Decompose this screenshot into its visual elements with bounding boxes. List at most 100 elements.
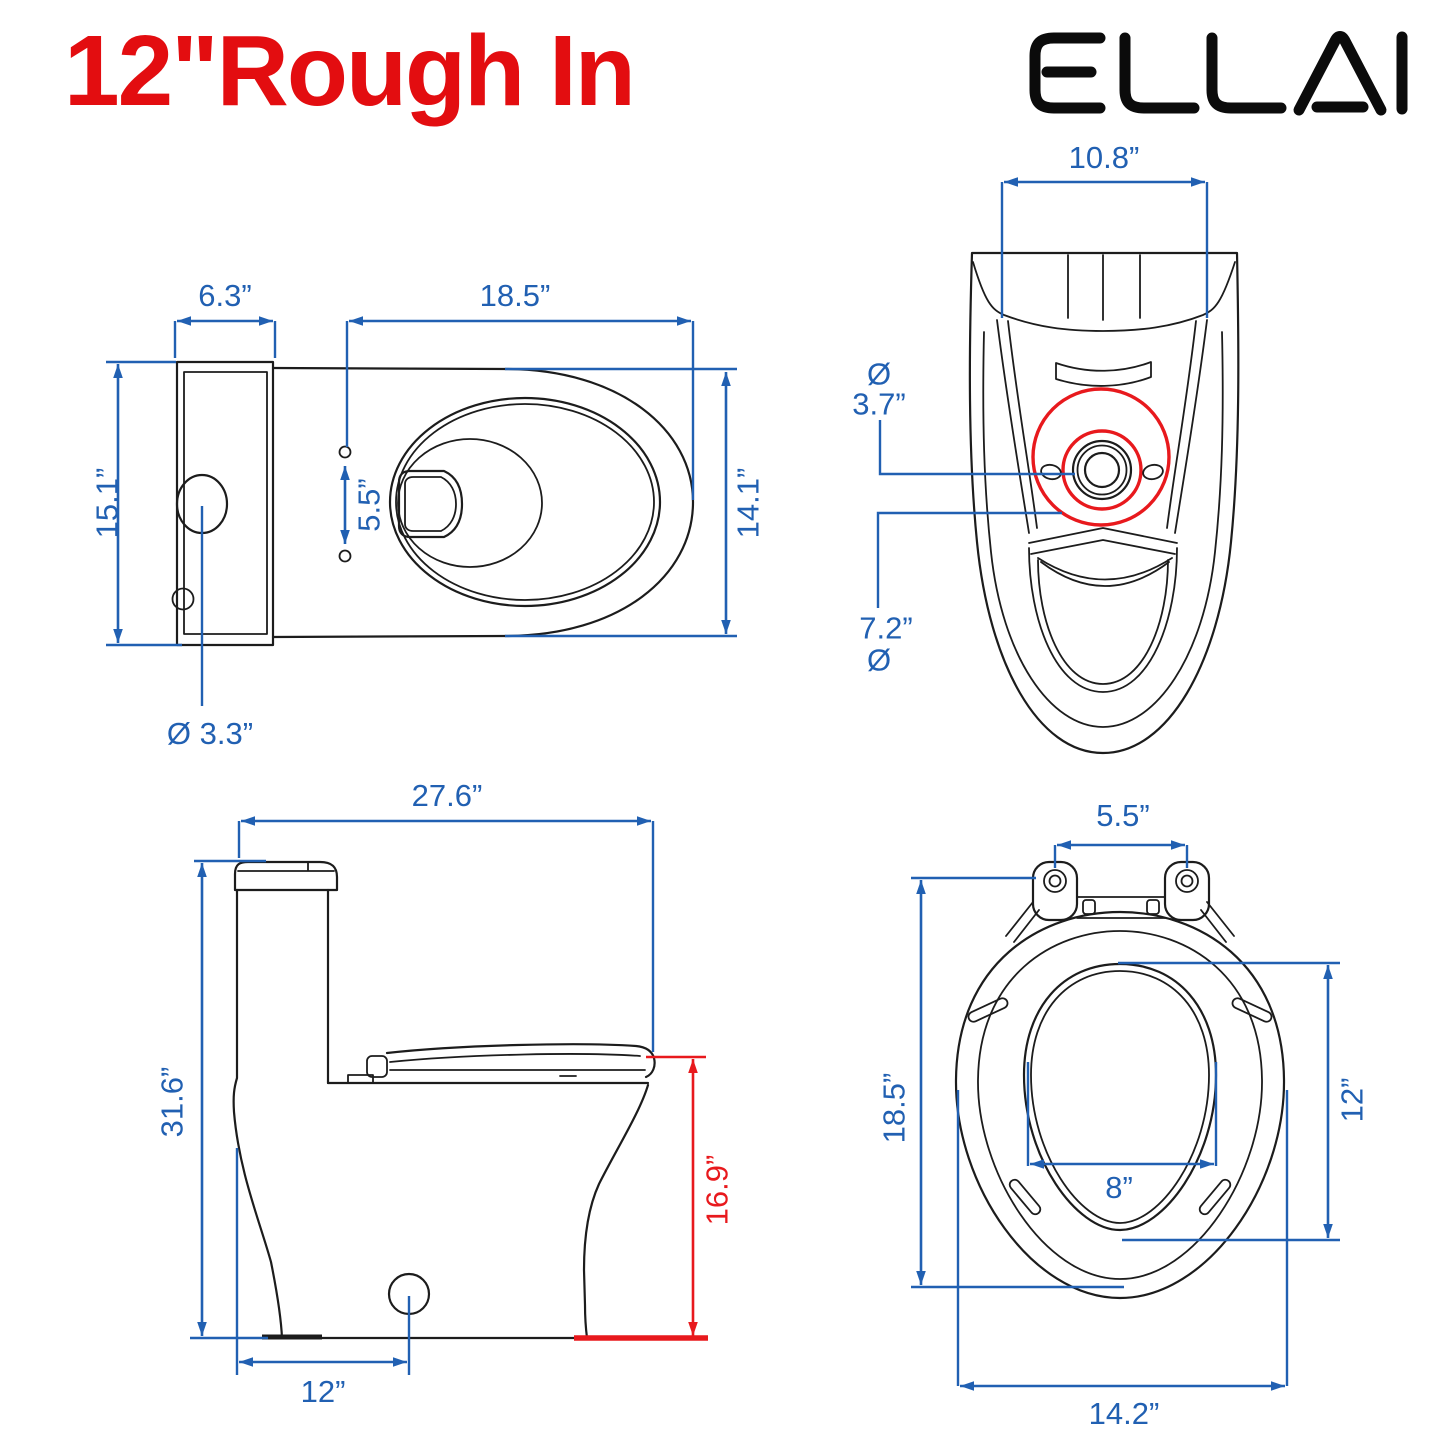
drain-ring-inner <box>1076 444 1128 496</box>
outlet-arc <box>1037 557 1173 587</box>
logo-letter-l1 <box>1119 32 1200 114</box>
seat-view-drawing: 5.5” 18.5” 12” 8” <box>877 798 1370 1431</box>
seat-ring-outer <box>388 396 662 608</box>
seat-hinge-base <box>347 1074 374 1084</box>
seat-hinge <box>366 1055 388 1078</box>
seat-ring-inner <box>395 403 655 601</box>
dim-seat-length-label: 18.5” <box>877 1073 912 1144</box>
tank-lid-seam <box>237 861 335 872</box>
dim-rough-in-label: 12” <box>301 1374 346 1409</box>
seat-opening-outer <box>1022 962 1218 1232</box>
tank-lid <box>233 860 339 892</box>
pedestal-left-edge <box>996 319 1038 534</box>
flush-valve-outer <box>397 469 464 539</box>
seat-lid-top <box>385 1043 656 1079</box>
dim-seat-height-label: 16.9” <box>700 1155 735 1226</box>
dim-seat-height: 16.9” <box>574 1055 735 1341</box>
dim-total-width-label: 15.1” <box>90 468 125 539</box>
dim-seat-width-label: 14.2” <box>1089 1396 1160 1431</box>
flush-valve-inner <box>404 476 457 532</box>
dim-trap-diameter-symbol: Ø <box>867 357 891 392</box>
pedestal-bottom-outer <box>1028 547 1178 693</box>
bottom-view-drawing: 10.8” Ø 3.7” 7.2” Ø <box>852 140 1240 755</box>
dim-total-width: 15.1” <box>90 360 182 647</box>
dim-bolt-spacing-label: 5.5” <box>352 478 387 531</box>
lid-corner-tabs <box>1005 901 1235 943</box>
dim-outlet-diameter: 7.2” Ø <box>859 511 1062 678</box>
pedestal-bottom-inner <box>1037 559 1169 685</box>
hinge-hole-left <box>1043 869 1067 893</box>
hinge-bar-notch-right <box>1146 899 1160 915</box>
bumper-lower-right <box>1198 1178 1232 1216</box>
drain-hole <box>1083 451 1121 489</box>
hinge-hole-right <box>1175 869 1199 893</box>
logo-letter-l2 <box>1206 32 1287 114</box>
seat-mid-contour <box>977 930 1263 1280</box>
brand-logo-letters <box>1029 31 1408 116</box>
drain-ring-outer <box>1071 439 1133 501</box>
top-view-drawing: 6.3” 18.5” 15.1” 5.5” <box>90 278 766 751</box>
page-title: 12"Rough In <box>64 15 636 127</box>
dim-opening-width: 8” <box>1026 1062 1218 1205</box>
dim-bowl-length: 18.5” <box>345 278 695 500</box>
dim-outlet-diameter-symbol: Ø <box>867 643 891 678</box>
seat-opening-inner <box>1030 970 1210 1224</box>
bolt-hole-bottom <box>338 549 352 563</box>
dim-total-height: 31.6” <box>155 859 268 1340</box>
bowl-outline <box>503 367 695 638</box>
hinge-pin-right <box>1180 874 1194 888</box>
seat-outer-outline <box>954 910 1286 1300</box>
dim-trap-diameter: Ø 3.7” <box>852 357 1075 476</box>
dim-opening-length: 12” <box>1118 961 1370 1242</box>
dim-seat-length: 18.5” <box>877 876 1124 1289</box>
brand-logo <box>1029 31 1408 116</box>
dim-outlet-diameter-label: 7.2” <box>859 611 912 646</box>
outlet-chevron <box>1028 527 1178 555</box>
hinge-bar-notch-left <box>1082 899 1096 915</box>
base-inner-contour <box>982 331 1224 728</box>
hinge-pin-left <box>1048 874 1062 888</box>
bolt-slot-left <box>1040 463 1062 481</box>
bolt-slot-right <box>1142 463 1164 481</box>
dim-trap-diameter-label: 3.7” <box>852 387 905 422</box>
trap-circle-red <box>1061 429 1143 511</box>
dim-flush-button: Ø 3.3” <box>167 506 253 751</box>
bumper-upper-left <box>967 997 1009 1023</box>
dim-tank-width-label: 6.3” <box>198 278 251 313</box>
outlet-circle-red <box>1031 387 1171 527</box>
bumper-lower-left <box>1008 1178 1042 1216</box>
base-outline <box>968 251 1240 755</box>
tank-inner-outline <box>183 371 268 635</box>
bowl-bottom-edge <box>271 634 507 639</box>
seat-lid-edge <box>389 1053 641 1063</box>
bowl-top-edge <box>271 366 507 371</box>
bumper-upper-right <box>1231 997 1273 1023</box>
dim-rough-in: 12” <box>235 1148 411 1409</box>
tank-back-contour <box>972 261 1236 332</box>
dim-base-width-label: 10.8” <box>1069 140 1140 175</box>
side-view-drawing: 27.6” 31.6” 16.9” 12” <box>155 778 735 1409</box>
dim-bolt-spacing: 5.5” <box>340 466 387 544</box>
dim-seat-width: 14.2” <box>956 1090 1289 1431</box>
tank-small-hole <box>171 587 195 611</box>
dim-bowl-width: 14.1” <box>505 367 766 638</box>
bolt-hole-top <box>338 445 352 459</box>
dim-bowl-width-label: 14.1” <box>731 468 766 539</box>
seat-edge <box>389 1069 646 1077</box>
tank-outline <box>175 360 275 647</box>
dim-opening-length-label: 12” <box>1335 1078 1370 1123</box>
dim-total-height-label: 31.6” <box>155 1067 190 1138</box>
hinge-bar <box>1076 896 1166 919</box>
pedestal-right-edge <box>1166 319 1208 534</box>
dim-hinge-spacing-label: 5.5” <box>1096 798 1149 833</box>
dim-tank-width: 6.3” <box>173 278 277 358</box>
dim-base-width: 10.8” <box>1000 140 1209 318</box>
dim-bowl-length-label: 18.5” <box>480 278 551 313</box>
dim-flush-button-label: Ø 3.3” <box>167 716 253 751</box>
dim-total-depth: 27.6” <box>237 778 655 1052</box>
dim-total-depth-label: 27.6” <box>412 778 483 813</box>
tank-rear-profile <box>232 888 284 1340</box>
bowl-front-profile <box>582 1083 650 1340</box>
dim-opening-width-label: 8” <box>1105 1170 1133 1205</box>
